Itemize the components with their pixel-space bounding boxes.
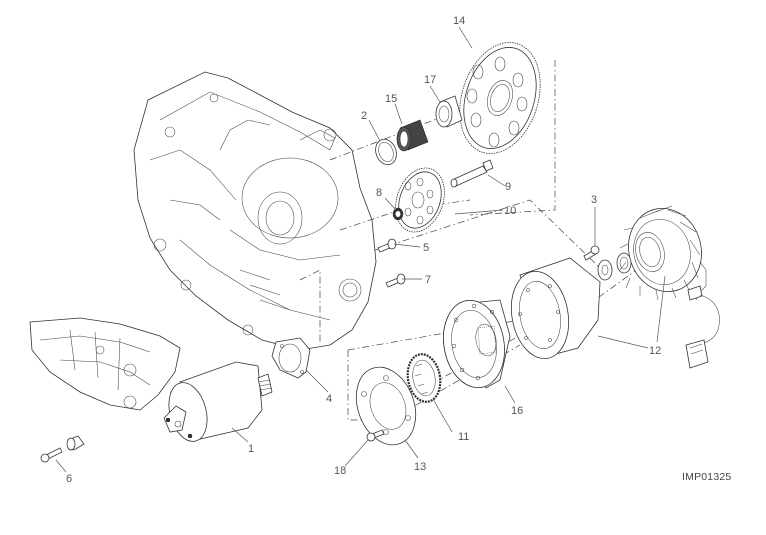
part-2-o-ring <box>375 138 397 166</box>
callout-9: 9 <box>505 181 511 193</box>
callout-2: 2 <box>361 110 367 122</box>
callout-1: 1 <box>248 443 254 455</box>
crankcase-partial <box>29 317 181 411</box>
callout-8: 8 <box>376 187 382 199</box>
callout-11: 11 <box>458 431 469 443</box>
part-14-starter-driven-gear <box>459 42 541 154</box>
diagram-reference-code: IMP01325 <box>682 471 732 483</box>
callout-6: 6 <box>66 473 72 485</box>
callout-4: 4 <box>326 393 332 405</box>
callout-13: 13 <box>414 461 426 473</box>
callout-18: 18 <box>334 465 346 477</box>
part-8-washer <box>392 207 404 221</box>
part-3-screw <box>583 245 600 261</box>
stator-spacers <box>597 252 632 281</box>
part-17-bushing <box>435 95 463 128</box>
part-6-screw <box>40 435 85 463</box>
callout-10: 10 <box>504 205 516 217</box>
part-10-idler-gear <box>395 167 445 233</box>
part-18-screw <box>366 429 385 442</box>
crankcase-main <box>133 71 377 351</box>
part-9-idler-shaft <box>450 159 494 188</box>
part-11-freewheel-sprag <box>406 353 442 403</box>
part-5-screw <box>377 238 397 253</box>
callout-14: 14 <box>453 15 465 27</box>
callout-16: 16 <box>511 405 523 417</box>
part-16-freewheel-housing <box>443 299 511 389</box>
callout-7: 7 <box>425 274 431 286</box>
callout-15: 15 <box>385 93 397 105</box>
callout-12: 12 <box>649 345 661 357</box>
part-12-rotor <box>510 257 601 360</box>
leader-lines <box>55 26 666 473</box>
callout-5: 5 <box>423 242 429 254</box>
part-12-stator <box>619 205 720 369</box>
part-1-starter-motor <box>163 361 273 442</box>
part-4-starter-gasket <box>271 337 311 379</box>
callout-17: 17 <box>424 74 436 86</box>
part-7-screw <box>385 273 406 288</box>
callout-labels: 14 17 15 2 9 10 8 5 7 3 12 16 11 13 18 4… <box>66 15 661 485</box>
part-13-retaining-plate <box>355 366 417 446</box>
part-15-needle-bearing <box>396 119 429 152</box>
callout-3: 3 <box>591 194 597 206</box>
